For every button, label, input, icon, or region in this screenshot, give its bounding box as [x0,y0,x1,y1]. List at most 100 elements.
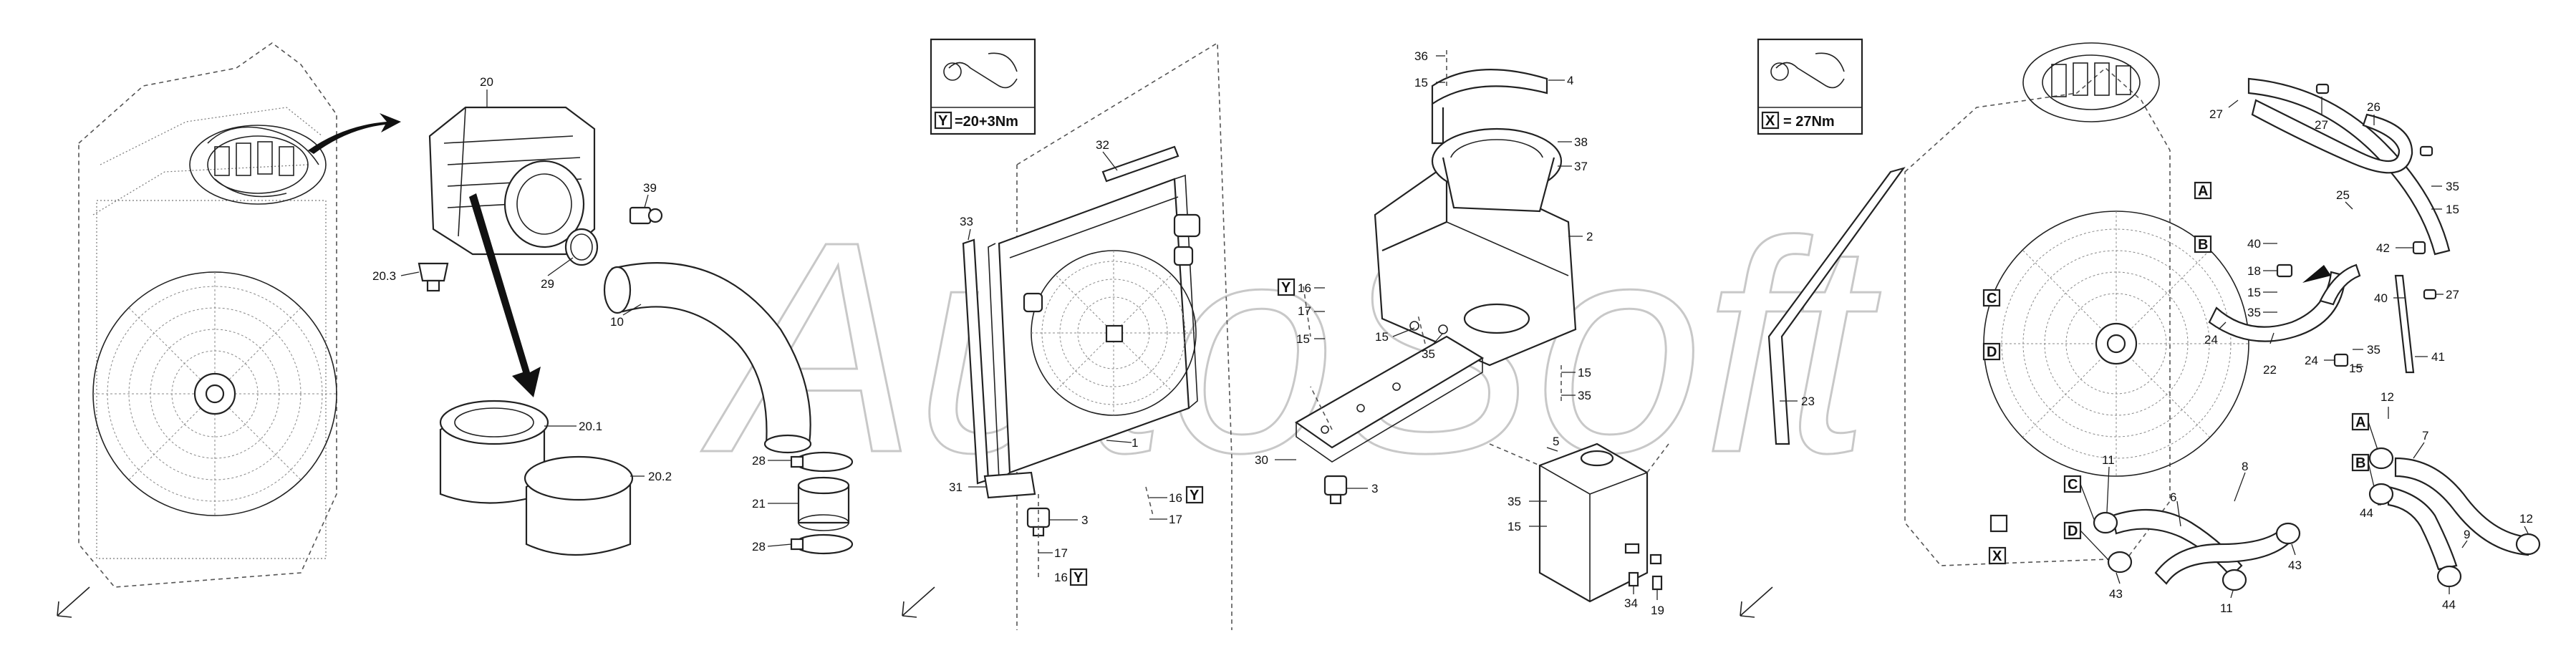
callout-arrow-down [469,193,541,397]
connector-tags: A B C D X [1982,181,2212,565]
part-label: 27 [2446,288,2459,301]
part-label: 44 [2442,598,2456,611]
part-label: 21 [752,497,766,511]
cover-38 [1431,127,1563,213]
panel-air-filter: 20 39 20.3 29 10 20.1 20.2 28 21 28 [57,42,854,618]
part-label: 3 [1371,482,1378,495]
torque-value: = 27Nm [1783,114,1835,130]
part-label: 39 [643,181,657,195]
part-label: 29 [541,277,554,291]
fan [92,271,337,516]
part-label: 30 [1255,453,1268,467]
part-label: 36 [1414,49,1428,63]
part-label: 26 [2367,100,2380,114]
part-label: 11 [2102,453,2115,467]
connector-label: X [1992,548,2002,564]
hose-22 [2208,271,2347,342]
part-label: 23 [1801,395,1815,408]
part-label: 17 [1298,304,1311,318]
bolt-34 [1628,571,1639,587]
part-label: 6 [2170,490,2176,504]
part-label: Y [1074,570,1084,586]
valve-20-3 [418,262,449,292]
connector-label: C [2068,477,2078,493]
bolt-19 [1651,575,1663,591]
part-label: 11 [2220,601,2233,615]
callout-arrow [308,113,401,154]
torque-spec-y: Y =20+3Nm [930,38,1036,135]
part-label: 27 [2315,118,2328,132]
part-label: 22 [2263,363,2277,377]
air-filter-housing [428,106,596,256]
part-label: 4 [1567,74,1573,87]
bracket-41 [2394,274,2415,374]
part-label: 19 [1651,604,1664,617]
fitting-27-b [2419,145,2433,157]
part-label: 24 [2305,354,2318,367]
connector-label: D [1987,344,1997,360]
part-label: 20.3 [372,269,396,283]
part-label: 17 [1054,546,1068,560]
part-label: 42 [2376,241,2390,255]
part-label: 8 [2242,460,2248,473]
cooling-package [78,42,337,588]
connector-label: B [2198,237,2208,253]
part-label: 12 [2519,512,2533,526]
part-label: 10 [610,315,624,329]
part-label: 1 [1132,436,1138,450]
part-label: 25 [2336,188,2350,202]
labels-hoses: 27 27 26 35 15 25 42 27 40 18 15 35 40 [1780,97,2533,615]
part-label: 15 [1375,330,1389,344]
fitting-18 [2276,263,2293,278]
mount-3 [1026,494,1051,580]
part-label: 15 [2446,203,2459,216]
part-label: 20 [480,75,493,89]
part-label: 27 [2209,107,2223,121]
hose-26 [2251,99,2413,174]
fitting-27-c [2423,289,2437,300]
part-label: 16 [1054,571,1068,584]
part-label: 5 [1553,435,1559,448]
fitting-24 [2333,353,2349,367]
sleeve-21 [797,476,850,531]
part-label: 28 [752,454,766,468]
part-label: 43 [2288,558,2302,572]
part-label: 20.2 [648,470,672,483]
expansion-tank-5 [1489,443,1669,603]
part-label: 3 [1081,513,1088,527]
part-label: 34 [1624,596,1638,610]
part-label: 43 [2109,587,2123,601]
part-label: 17 [1169,513,1182,526]
part-label: 37 [1574,160,1588,173]
radiator-1 [988,174,1201,481]
part-label: 35 [1422,347,1435,361]
part-label: 44 [2360,506,2373,520]
part-label: 16 [1169,491,1182,505]
part-label: 15 [1578,366,1591,379]
clamp-39 [629,206,663,225]
bracket-31 [983,471,1036,499]
torque-key: Y [938,113,948,129]
part-label: 31 [949,480,963,494]
part-label: 9 [2464,528,2470,541]
connector-label: C [1987,291,1997,306]
fitting-27-a [2315,83,2330,95]
part-label: 15 [2247,286,2261,299]
filter-element-20-2 [524,455,634,556]
wrench-icon [943,52,1018,89]
seal-32 [1101,145,1180,183]
part-label: 35 [2446,180,2459,193]
part-label: 35 [1578,389,1591,402]
connector-label: D [2068,523,2078,539]
part-label: 28 [752,540,766,553]
part-label: 40 [2374,291,2388,305]
support-30 [1294,335,1485,463]
cover-4 [1431,69,1548,145]
hose-24 [2319,263,2361,306]
part-label: 40 [2247,237,2261,251]
part-label: 15 [1508,520,1521,533]
part-label: 33 [960,215,973,228]
part-label: 15 [2349,362,2363,375]
part-label: 16 [1298,281,1311,295]
